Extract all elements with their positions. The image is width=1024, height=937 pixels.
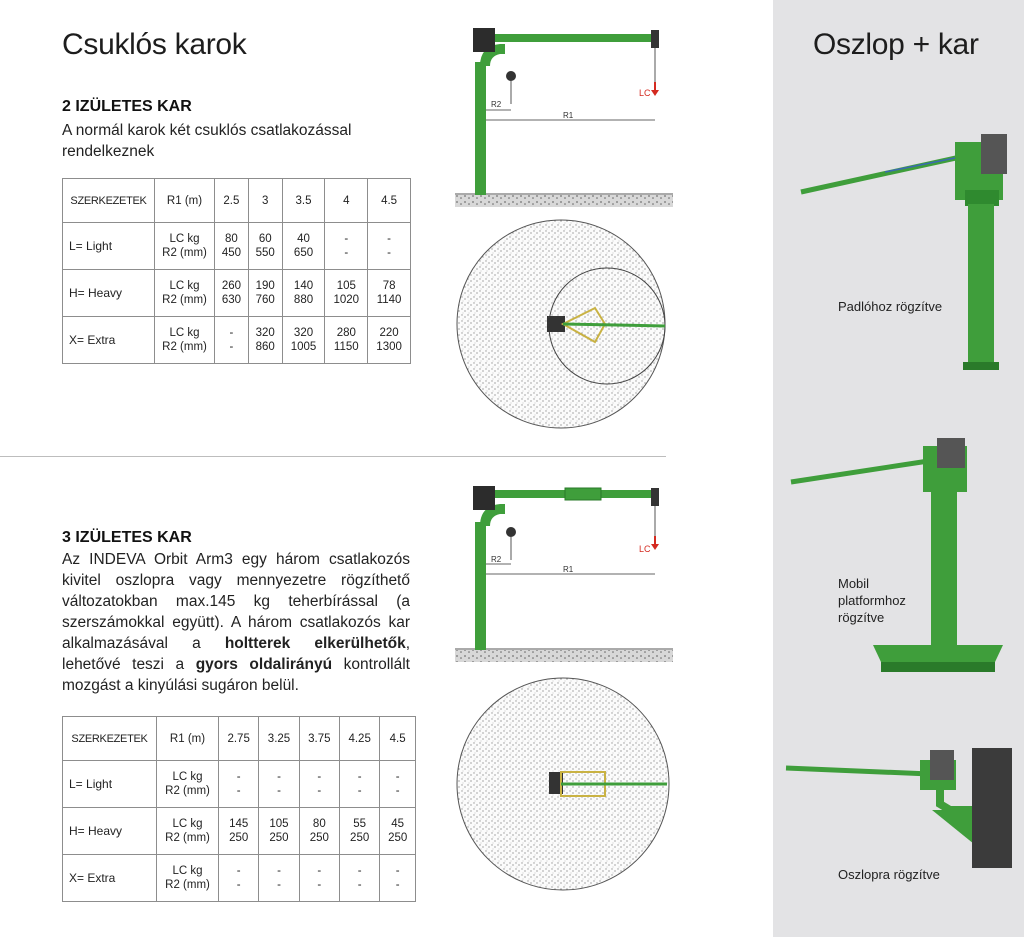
caption-column-mounted: Oszlopra rögzítve xyxy=(838,867,940,882)
cell: -- xyxy=(298,854,340,902)
cell: -- xyxy=(217,854,260,902)
col-header: 4 xyxy=(324,178,369,223)
r2-label: R2 xyxy=(491,100,502,109)
cell: -- xyxy=(338,854,381,902)
page-title: Csuklós karok xyxy=(62,28,247,61)
row-name: H= Heavy xyxy=(62,269,155,317)
cell: -- xyxy=(379,760,416,808)
col-header: 3.75 xyxy=(298,716,340,761)
col-header: 2.75 xyxy=(217,716,260,761)
spec-table-2-joint: SZERKEZETEK R1 (m) 2.5 3 3.5 4 4.5 L= Li… xyxy=(62,178,411,364)
col-header: 3.25 xyxy=(258,716,300,761)
cell: -- xyxy=(367,222,411,270)
highlight-text: gyors oldalirányú xyxy=(195,656,333,673)
arm-2-joint-side-diagram: LC R2 R1 xyxy=(455,28,673,207)
r1-label: R1 xyxy=(563,565,574,574)
cell: -- xyxy=(217,760,260,808)
caption-mobile-platform: Mobil platformhoz rögzítve xyxy=(838,576,906,625)
col-header: 2.5 xyxy=(214,178,249,223)
cell: -- xyxy=(324,222,369,270)
section2-description: Az INDEVA Orbit Arm3 egy három csatlakoz… xyxy=(62,551,411,694)
caption-floor-mounted: Padlóhoz rögzítve xyxy=(838,299,943,314)
arm-2-joint-top-diagram xyxy=(456,219,666,429)
spec-table-3-joint: SZERKEZETEK R1 (m) 2.75 3.25 3.75 4.25 4… xyxy=(62,716,416,902)
row-name: X= Extra xyxy=(62,854,157,902)
lc-label: LC xyxy=(639,88,651,98)
row-name: X= Extra xyxy=(62,316,155,364)
col-header: 4.25 xyxy=(338,716,381,761)
right-panel-title: Oszlop + kar xyxy=(813,28,979,61)
cell: -- xyxy=(258,854,300,902)
r2-label: R2 xyxy=(491,555,502,564)
mobile-platform-arm-image xyxy=(790,438,1003,672)
section2-heading: 3 IZÜLETES KAR xyxy=(62,529,192,546)
highlight-text: holtterek elkerülhetők xyxy=(224,635,406,652)
cell: -- xyxy=(379,854,416,902)
col-header: 4.5 xyxy=(367,178,411,223)
row-name: L= Light xyxy=(62,760,157,808)
arm-3-joint-side-diagram: LC R2 R1 xyxy=(455,486,673,662)
floor-mounted-arm-image xyxy=(800,134,1007,370)
col-header: 3.5 xyxy=(281,178,326,223)
table-corner: SZERKEZETEK xyxy=(62,716,157,761)
col-header: 4.5 xyxy=(379,716,416,761)
cell: -- xyxy=(214,316,249,364)
lc-label: LC xyxy=(639,544,651,554)
row-name: H= Heavy xyxy=(62,807,157,855)
cell: -- xyxy=(298,760,340,808)
r1-label: R1 (m) xyxy=(154,178,215,223)
column-mounted-arm-image xyxy=(785,748,1012,868)
row-name: L= Light xyxy=(62,222,155,270)
r1-label: R1 xyxy=(563,111,574,120)
arm-3-joint-top-diagram xyxy=(456,677,670,891)
cell: -- xyxy=(258,760,300,808)
table-corner: SZERKEZETEK xyxy=(62,178,155,223)
section1-heading: 2 IZÜLETES KAR xyxy=(62,98,192,115)
cell: -- xyxy=(338,760,381,808)
section1-description: A normál karok két csuklós csatlakozássa… xyxy=(62,122,352,160)
col-header: 3 xyxy=(247,178,283,223)
section-divider xyxy=(0,456,666,457)
r1-label: R1 (m) xyxy=(156,716,219,761)
